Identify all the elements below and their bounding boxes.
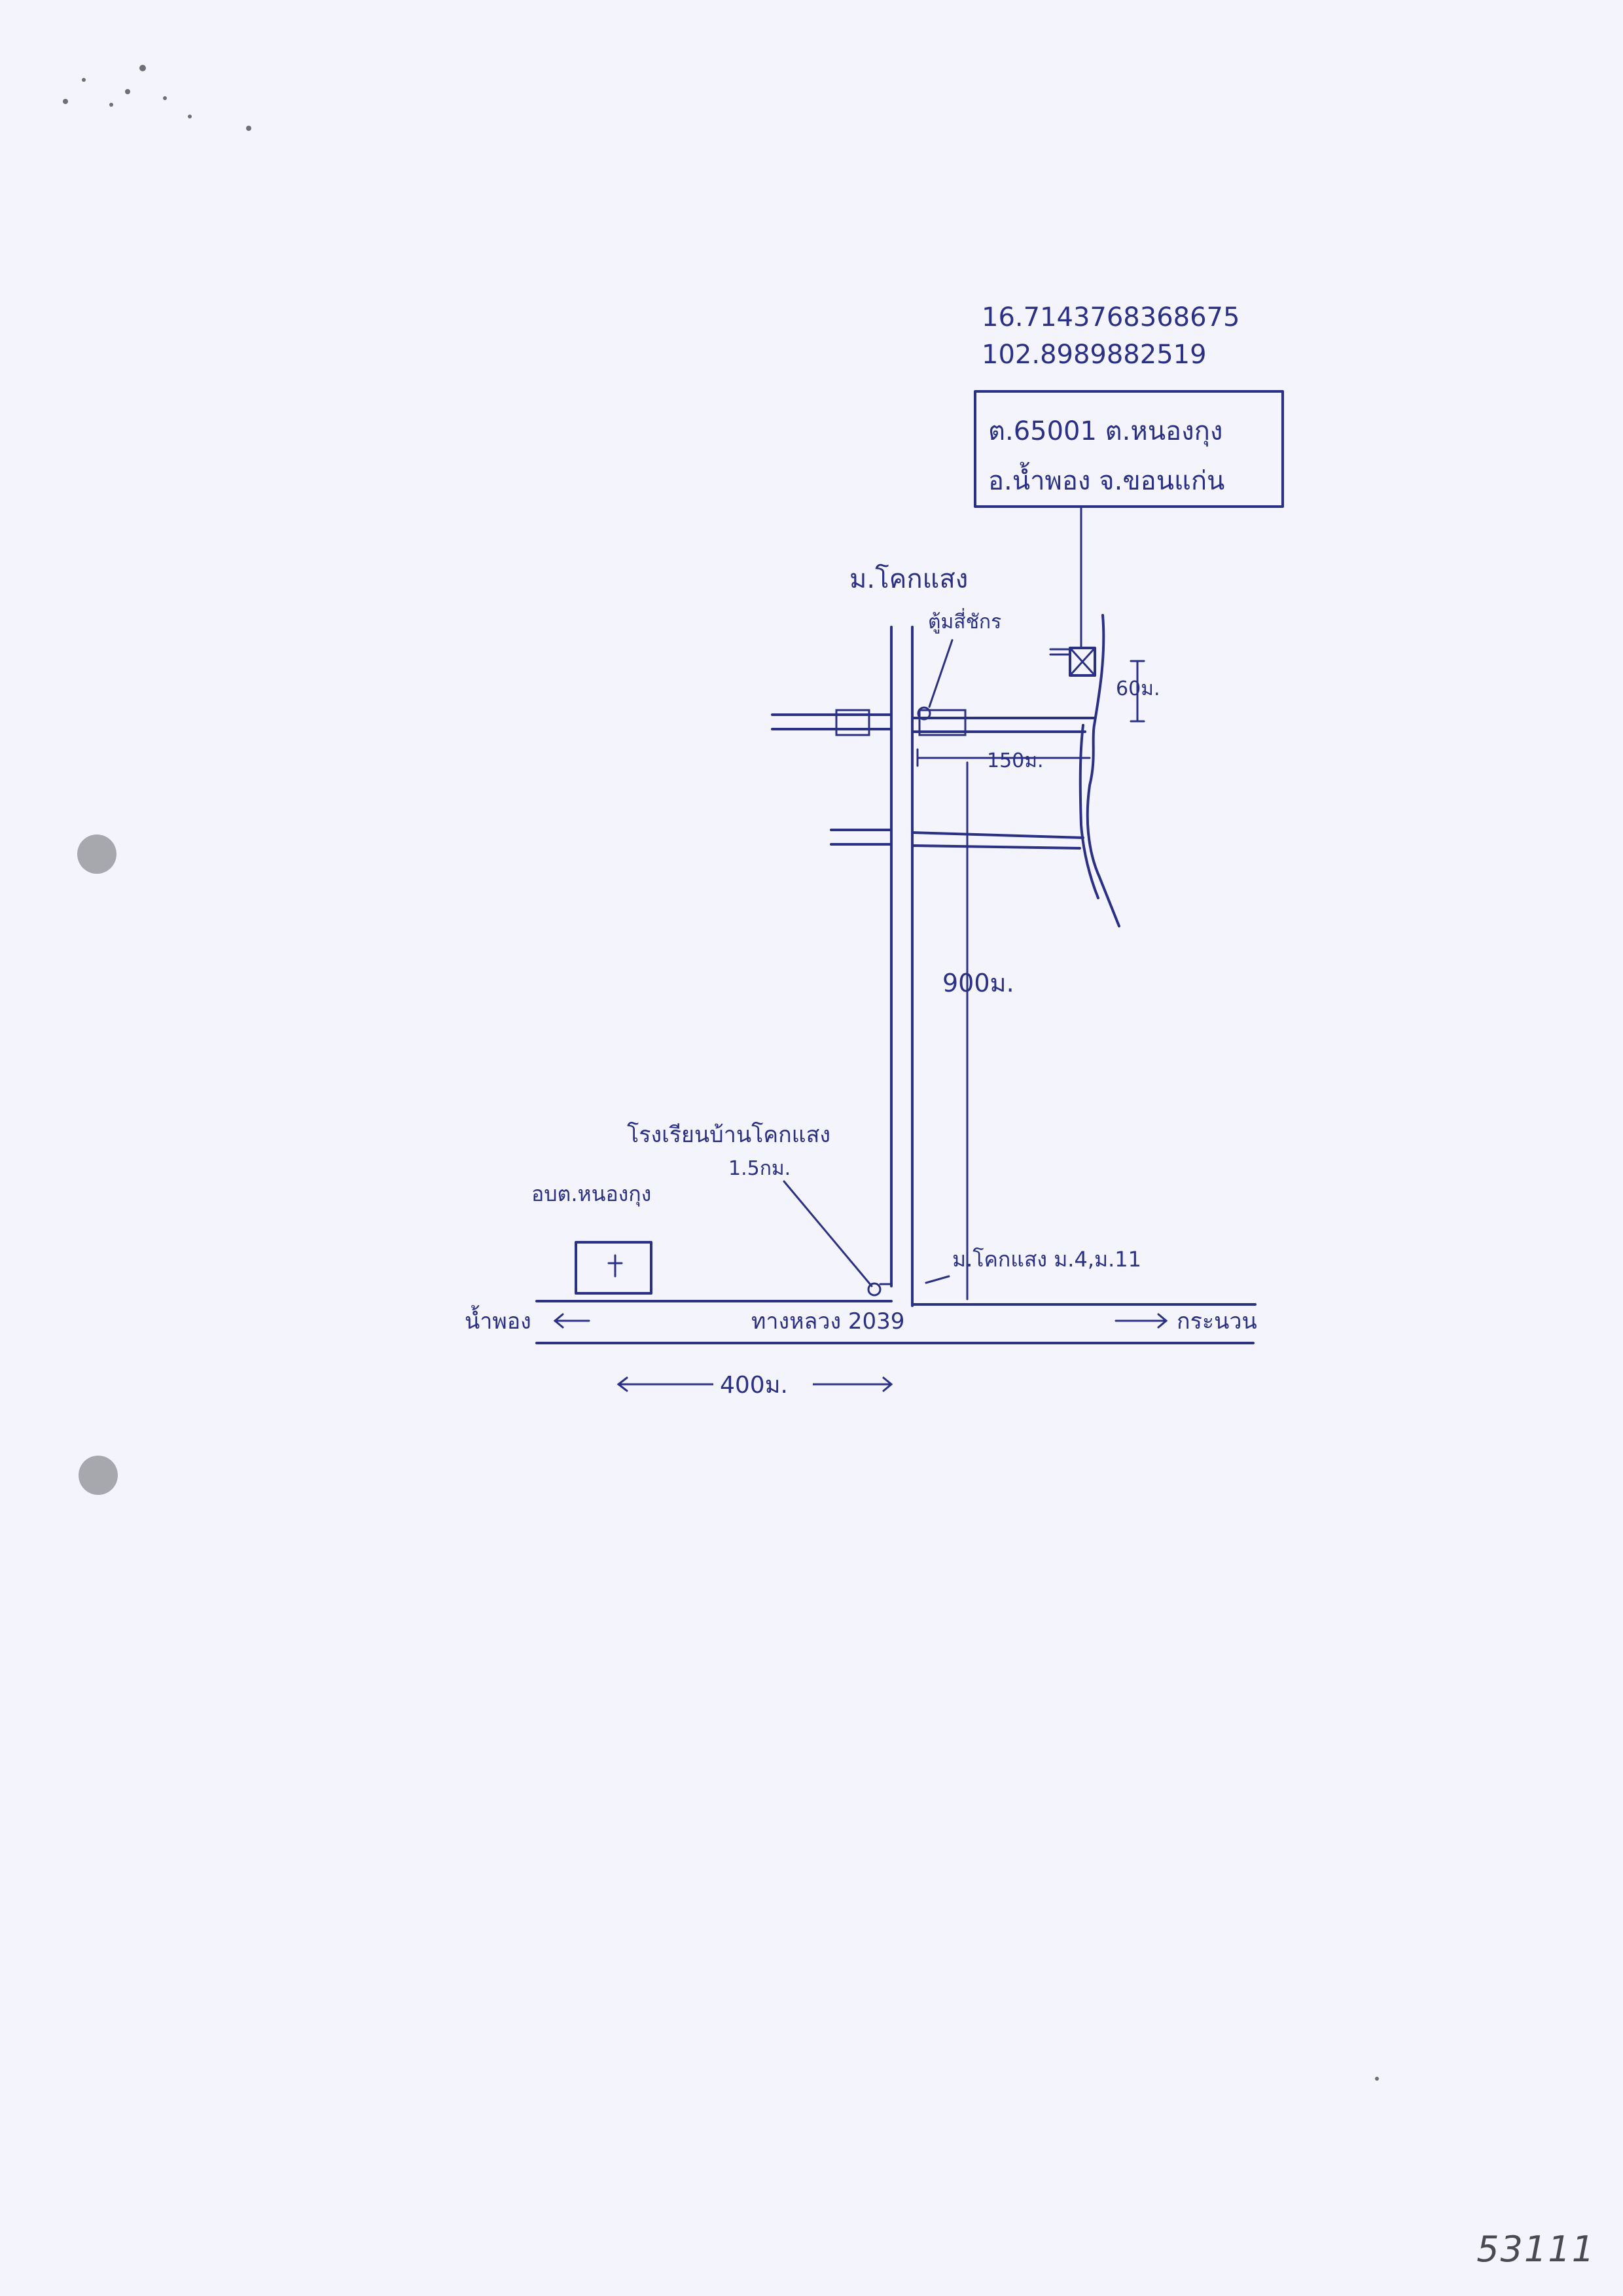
pump-station-label: ตู้มสี่ชักร — [928, 608, 1001, 634]
site-marker — [1049, 647, 1096, 677]
latitude-text: 16.7143768368675 — [982, 302, 1240, 332]
right-curved-lane-edge — [1079, 724, 1099, 899]
school-distance: 1.5กม. — [728, 1157, 791, 1180]
distance-150m: 150ม. — [987, 749, 1044, 772]
punch-hole-lower — [79, 1456, 118, 1495]
distance-60m: 60ม. — [1116, 677, 1160, 700]
highway-name: ทางหลวง 2039 — [751, 1308, 904, 1335]
school-marker — [867, 1282, 882, 1297]
village-label-bottom: ม.โคกแสง ม.4,ม.11 — [952, 1247, 1141, 1272]
location-line-2: อ.น้ำพอง จ.ขอนแก่น — [988, 461, 1224, 496]
culvert-right — [918, 709, 967, 736]
punch-hole-upper — [77, 834, 116, 874]
location-box — [974, 390, 1284, 508]
scan-specks — [63, 65, 251, 131]
culvert-left — [835, 709, 870, 736]
distance-400m: 400ม. — [720, 1372, 788, 1399]
office-label: อบต.หนองกุง — [531, 1181, 651, 1207]
school-label: โรงเรียนบ้านโคกแสง — [627, 1122, 830, 1148]
direction-left-label: น้ำพอง — [465, 1305, 531, 1335]
office-box — [575, 1241, 652, 1295]
right-curved-lane — [1086, 614, 1120, 927]
page-number: 53111 — [1476, 2229, 1596, 2270]
direction-right-label: กระนวน — [1177, 1308, 1257, 1335]
distance-900m: 900ม. — [942, 969, 1014, 997]
village-label-top: ม.โคกแสง — [849, 564, 968, 594]
longitude-text: 102.8989882519 — [982, 340, 1207, 370]
location-line-1: ต.65001 ต.หนองกุง — [988, 416, 1222, 447]
